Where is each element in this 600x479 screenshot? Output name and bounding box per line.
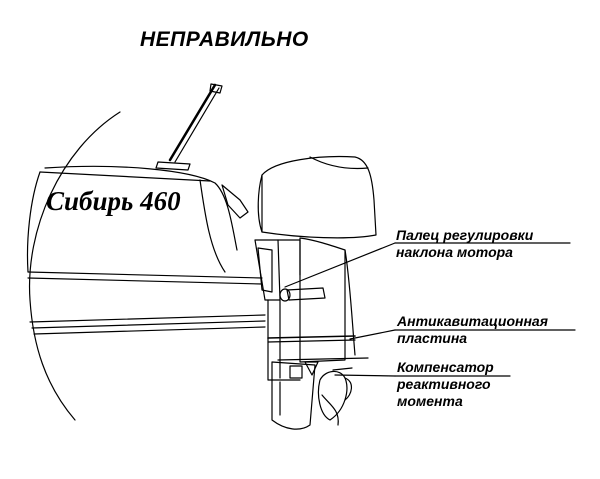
leader-lines (284, 242, 576, 377)
trim-pin-label-line-1: Палец регулировки (396, 227, 534, 243)
trim-pin (279, 287, 326, 302)
trim-pin-label-line-2: наклона мотора (396, 244, 513, 260)
boat-hull (26, 165, 266, 335)
anti-cavitation-plate-label: Антикавитационная пластина (397, 313, 548, 347)
anti-cavitation-plate (267, 335, 356, 343)
trim-pin-label: Палец регулировки наклона мотора (396, 227, 533, 261)
torque-compensator-label-line-1: Компенсатор (397, 359, 494, 375)
gearcase (271, 357, 369, 430)
motor-clamp (254, 239, 301, 301)
transom-bracket (221, 184, 249, 219)
torque-compensator-label: Компенсатор реактивного момента (397, 359, 494, 410)
torque-compensator-label-line-3: момента (397, 393, 463, 409)
torque-compensator-label-line-2: реактивного (397, 376, 491, 392)
anti-cavitation-label-line-1: Антикавитационная (397, 313, 548, 329)
circle-arc (28, 111, 121, 421)
antenna-pole (155, 83, 223, 171)
page-title: НЕПРАВИЛЬНО (140, 28, 309, 51)
motor-cowling (257, 156, 377, 239)
anti-cavitation-label-line-2: пластина (397, 330, 468, 346)
boat-name-label: Сибирь 460 (46, 186, 181, 216)
motor-leg (267, 237, 356, 381)
propeller (317, 367, 353, 426)
